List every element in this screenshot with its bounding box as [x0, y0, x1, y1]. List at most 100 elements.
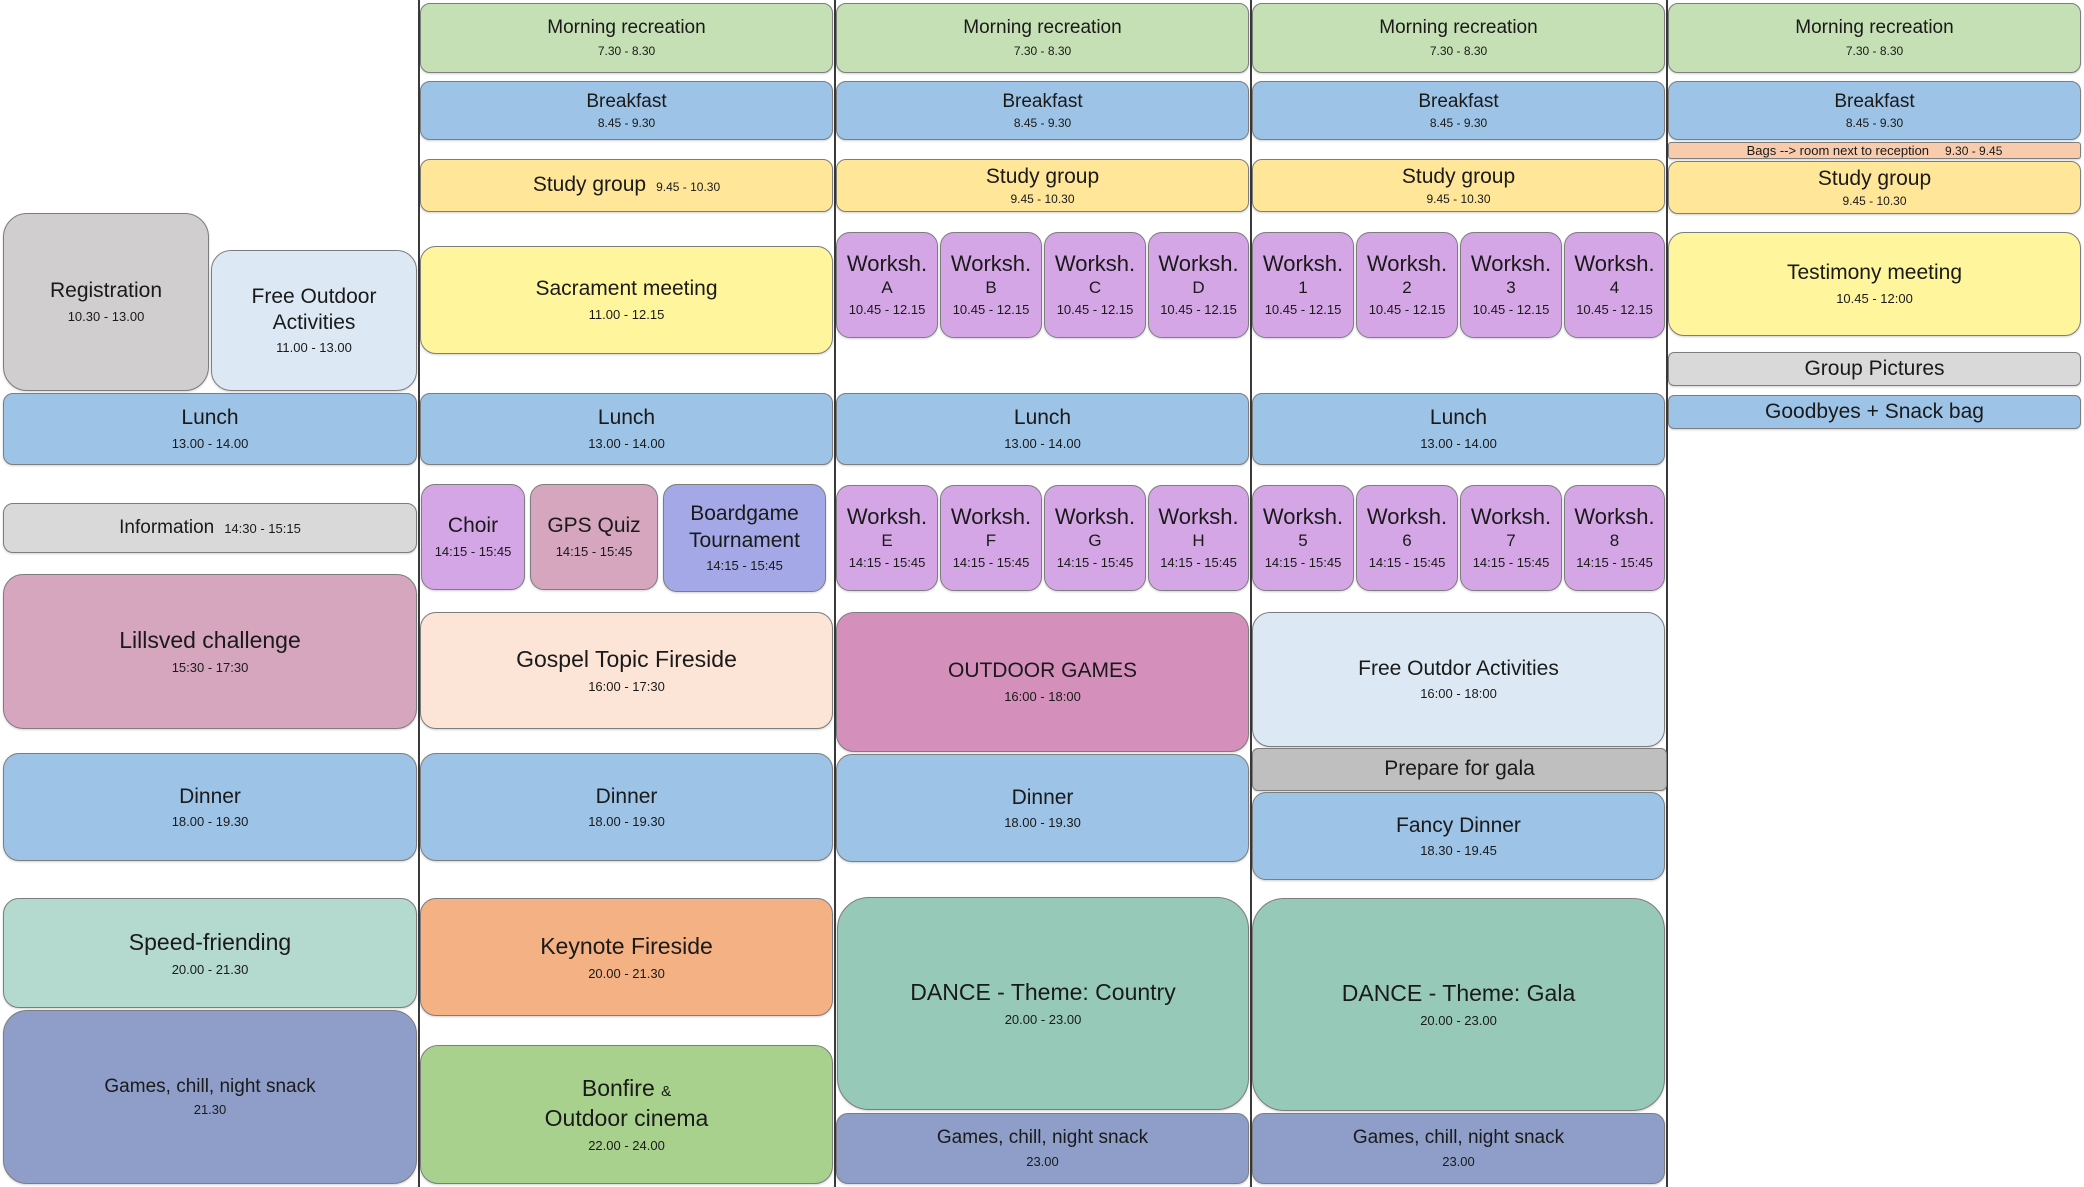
event-workshop-4: Worksh. 4 10.45 - 12.15	[1564, 232, 1665, 338]
event-time: 10.45 - 12.15	[952, 302, 1030, 318]
event-title: Worksh.	[1366, 250, 1448, 276]
event-goodbyes: Goodbyes + Snack bag	[1668, 395, 2081, 429]
event-subtitle: 5	[1298, 531, 1308, 551]
event-title: Information	[119, 517, 215, 539]
event-time: 20.00 - 23.00	[1420, 1013, 1497, 1028]
column-divider	[418, 0, 420, 1187]
event-time: 14:15 - 15:45	[1056, 555, 1134, 571]
event-title: Fancy Dinner	[1396, 813, 1521, 837]
event-time: 16:00 - 18:00	[1004, 688, 1081, 704]
event-dance-gala: DANCE - Theme: Gala 20.00 - 23.00	[1252, 898, 1665, 1111]
event-time: 14:30 - 15:15	[224, 521, 301, 537]
event-time: 7.30 - 8.30	[1013, 44, 1072, 59]
event-title: Lunch	[1429, 406, 1488, 430]
event-fancy-dinner: Fancy Dinner 18.30 - 19.45	[1252, 792, 1665, 880]
event-title: Breakfast	[1834, 90, 1915, 112]
event-time: 14:15 - 15:45	[952, 555, 1030, 571]
event-time: 8.45 - 9.30	[1013, 115, 1072, 130]
event-time: 9.45 - 10.30	[1842, 193, 1907, 208]
event-title: Lunch	[597, 406, 656, 430]
event-workshop-8: Worksh. 8 14:15 - 15:45	[1564, 485, 1665, 591]
event-title: Worksh.	[1054, 503, 1136, 529]
event-time: 7.30 - 8.30	[597, 44, 656, 59]
event-title: Study group	[1401, 164, 1516, 188]
event-time: 20.00 - 23.00	[1004, 1012, 1082, 1027]
event-time: 10.45 - 12.15	[1576, 302, 1653, 318]
event-subtitle: 1	[1298, 278, 1308, 298]
event-morning-recreation: Morning recreation 7.30 - 8.30	[420, 3, 833, 73]
event-games-chill: Games, chill, night snack 23.00	[836, 1113, 1249, 1184]
event-time: 8.45 - 9.30	[1429, 115, 1488, 130]
event-games-chill: Games, chill, night snack 21.30	[3, 1010, 417, 1184]
event-time: 9.45 - 10.30	[1010, 191, 1075, 206]
event-workshop-c: Worksh. C 10.45 - 12.15	[1044, 232, 1146, 338]
event-morning-recreation: Morning recreation 7.30 - 8.30	[1668, 3, 2081, 73]
event-subtitle: H	[1192, 531, 1205, 551]
event-boardgame-tournament: Boardgame Tournament 14:15 - 15:45	[663, 484, 826, 592]
event-dinner: Dinner 18.00 - 19.30	[836, 754, 1249, 862]
event-title: Worksh.	[1574, 503, 1655, 529]
column-divider	[1250, 0, 1252, 1187]
event-workshop-2: Worksh. 2 10.45 - 12.15	[1356, 232, 1458, 338]
event-time: 21.30	[193, 1102, 227, 1118]
event-workshop-b: Worksh. B 10.45 - 12.15	[940, 232, 1042, 338]
column-divider	[834, 0, 836, 1187]
event-workshop-g: Worksh. G 14:15 - 15:45	[1044, 485, 1146, 591]
event-title: Games, chill, night snack	[1352, 1127, 1565, 1149]
event-title: Study group	[1817, 166, 1932, 190]
event-time: 10.45 - 12.15	[848, 302, 926, 318]
event-workshop-e: Worksh. E 14:15 - 15:45	[836, 485, 938, 591]
event-title-line2: Outdoor cinema	[544, 1105, 709, 1132]
event-subtitle: 6	[1402, 531, 1412, 551]
event-time: 20.00 - 21.30	[171, 961, 249, 977]
event-title: Morning recreation	[547, 17, 706, 39]
event-title: Worksh.	[950, 503, 1032, 529]
event-testimony-meeting: Testimony meeting 10.45 - 12:00	[1668, 232, 2081, 336]
event-subtitle: G	[1088, 531, 1102, 551]
event-sacrament-meeting: Sacrament meeting 11.00 - 12.15	[420, 246, 833, 354]
event-study-group: Study group 9.45 - 10.30	[1668, 161, 2081, 214]
event-time: 9.30 - 9.45	[1945, 144, 2003, 158]
event-time: 18.00 - 19.30	[171, 814, 249, 830]
event-gps-quiz: GPS Quiz 14:15 - 15:45	[530, 484, 658, 590]
event-time: 14:15 - 15:45	[706, 557, 783, 573]
event-time: 11.00 - 12.15	[588, 306, 665, 322]
event-lunch: Lunch 13.00 - 14.00	[1252, 393, 1665, 465]
event-title: Worksh.	[846, 503, 928, 529]
event-subtitle: B	[985, 278, 997, 298]
event-title: GPS Quiz	[547, 514, 641, 538]
event-breakfast: Breakfast 8.45 - 9.30	[1668, 81, 2081, 140]
event-workshop-6: Worksh. 6 14:15 - 15:45	[1356, 485, 1458, 591]
event-information: Information 14:30 - 15:15	[3, 503, 417, 553]
event-time: 14:15 - 15:45	[1264, 555, 1342, 571]
event-title: Group Pictures	[1804, 356, 1945, 380]
event-subtitle: 4	[1609, 278, 1620, 298]
event-time: 18.00 - 19.30	[588, 814, 665, 830]
event-title-line2: Activities	[272, 311, 356, 335]
event-title: Bonfire	[581, 1075, 655, 1102]
event-time: 10.45 - 12.15	[1056, 302, 1134, 318]
event-time: 13.00 - 14.00	[1004, 435, 1081, 451]
event-subtitle: E	[881, 531, 893, 551]
event-title: Free Outdor Activities	[1358, 656, 1559, 680]
event-morning-recreation: Morning recreation 7.30 - 8.30	[1252, 3, 1665, 73]
event-time: 20.00 - 21.30	[588, 965, 665, 981]
event-workshop-a: Worksh. A 10.45 - 12.15	[836, 232, 938, 338]
event-time: 14:15 - 15:45	[555, 543, 633, 559]
event-title: Keynote Fireside	[540, 932, 713, 959]
event-subtitle: A	[881, 278, 893, 298]
event-time: 10.45 - 12.15	[1160, 302, 1237, 318]
event-title: Morning recreation	[1379, 17, 1538, 39]
event-time: 10.45 - 12.15	[1264, 302, 1342, 318]
event-choir: Choir 14:15 - 15:45	[421, 484, 525, 590]
event-prepare-for-gala: Prepare for gala	[1252, 748, 1667, 791]
event-time: 13.00 - 14.00	[588, 435, 665, 451]
event-workshop-7: Worksh. 7 14:15 - 15:45	[1460, 485, 1562, 591]
event-title: Games, chill, night snack	[104, 1075, 316, 1097]
event-workshop-3: Worksh. 3 10.45 - 12.15	[1460, 232, 1562, 338]
event-time: 22.00 - 24.00	[588, 1137, 665, 1153]
event-time: 11.00 - 13.00	[276, 340, 352, 356]
event-time: 7.30 - 8.30	[1429, 44, 1488, 59]
event-title: Sacrament meeting	[535, 277, 718, 301]
event-time: 8.45 - 9.30	[1845, 115, 1904, 130]
